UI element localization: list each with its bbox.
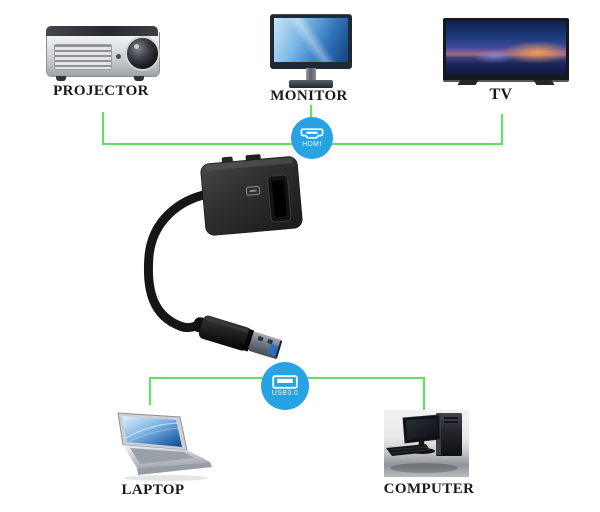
laptop-front-edge bbox=[137, 462, 212, 475]
hdmi-embossed-mark bbox=[245, 185, 261, 196]
monitor-label: MONITOR bbox=[270, 88, 348, 104]
projector-button bbox=[116, 54, 121, 59]
adapter-box bbox=[200, 154, 303, 236]
tv-label: TV bbox=[489, 86, 513, 103]
tv-foot bbox=[457, 80, 479, 85]
hdmi-port-icon bbox=[300, 128, 324, 139]
usb-a-plug bbox=[192, 315, 283, 359]
laptop-shadow bbox=[124, 475, 208, 481]
usb-a-port-icon bbox=[272, 375, 298, 389]
hdmi-badge-label: HDMI bbox=[302, 141, 322, 148]
desktop-computer-drawing bbox=[386, 413, 462, 473]
computer-label: COMPUTER bbox=[383, 481, 475, 497]
monitor-stand bbox=[306, 68, 316, 81]
computer-tower bbox=[436, 413, 462, 456]
projector-label: PROJECTOR bbox=[53, 83, 149, 99]
usb-plug-body bbox=[198, 315, 252, 351]
connector-line-tv bbox=[501, 114, 503, 145]
laptop-screen bbox=[122, 416, 182, 447]
computer-monitor-screen bbox=[406, 418, 438, 440]
hdmi-badge: HDMI bbox=[291, 117, 333, 159]
connector-line-monitor bbox=[310, 105, 312, 119]
projector-foot bbox=[56, 76, 66, 81]
connector-line-laptop bbox=[149, 377, 151, 405]
projector-foot bbox=[134, 76, 144, 81]
tv-foot bbox=[533, 80, 555, 85]
projector-vents bbox=[54, 44, 112, 70]
monitor-icon bbox=[268, 12, 354, 90]
usb-badge-label: USB3.0 bbox=[271, 390, 299, 397]
laptop-icon bbox=[117, 412, 212, 481]
monitor-screen bbox=[274, 18, 348, 62]
connector-line-projector bbox=[102, 112, 104, 145]
projector-lens bbox=[125, 36, 160, 71]
laptop-label: LAPTOP bbox=[121, 482, 185, 498]
laptop-keyboard bbox=[130, 448, 194, 464]
usb-badge: USB3.0 bbox=[261, 362, 309, 410]
desktop-computer-icon bbox=[384, 410, 469, 477]
monitor-base bbox=[289, 80, 333, 88]
connector-line-computer bbox=[423, 377, 425, 411]
usb3-to-hdmi-adapter-photo bbox=[143, 154, 303, 359]
projector-top-band bbox=[46, 26, 158, 36]
tv-screen bbox=[446, 21, 566, 75]
tv-icon bbox=[443, 18, 569, 88]
projector-icon bbox=[44, 24, 160, 86]
computer-shadow bbox=[390, 463, 458, 473]
adapter-cable bbox=[143, 189, 213, 333]
adapter-top-edge bbox=[205, 157, 294, 171]
